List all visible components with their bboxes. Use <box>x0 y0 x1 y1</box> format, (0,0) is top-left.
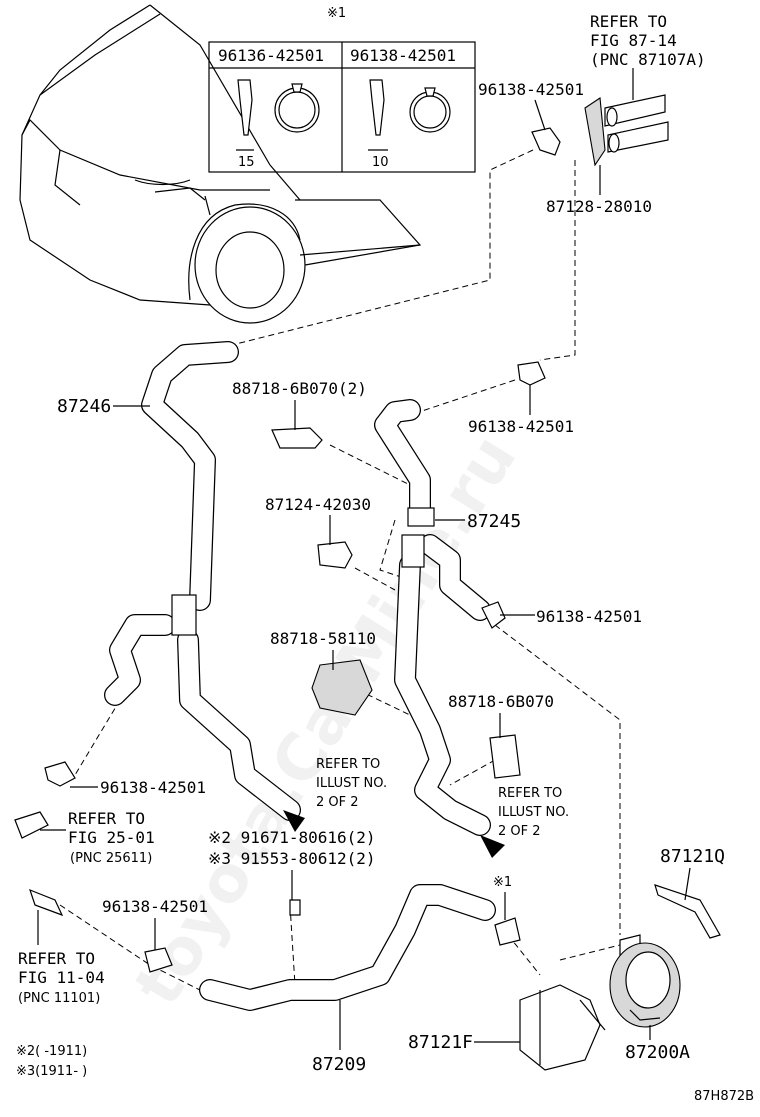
clip-table-col2-part: 96138-42501 <box>350 46 456 65</box>
clip-note1-icon <box>494 917 521 946</box>
hose-87245-joint <box>407 507 435 527</box>
arrow-refer-a <box>283 810 305 832</box>
refer-87-14-line1: REFER TO <box>590 12 667 31</box>
hose-87246-joint <box>171 594 197 636</box>
label-clip-mid: 96138-42501 <box>468 417 574 436</box>
label-clip-bottom: 96138-42501 <box>102 897 208 916</box>
label-clip-top: 96138-42501 <box>478 80 584 99</box>
refer-2of2-a-line3: 2 OF 2 <box>316 795 359 810</box>
bracket-87124-icon <box>317 541 353 569</box>
refer-87-14-line3: (PNC 87107A) <box>590 50 706 69</box>
label-clamp-58110: 88718-58110 <box>270 629 376 648</box>
label-part-87200a: 87200A <box>625 1042 690 1063</box>
label-clamp-6b070-2: 88718-6B070(2) <box>232 379 367 398</box>
refer-87-14-line2: FIG 87-14 <box>590 31 677 50</box>
heater-pipes <box>531 94 669 167</box>
vehicle-sketch <box>19 4 422 324</box>
label-grommet: 87128-28010 <box>546 197 652 216</box>
label-bolt-a: ※2 91671-80616(2) <box>208 828 376 847</box>
grommet-87128 <box>584 97 606 167</box>
hose-87245 <box>374 399 491 836</box>
clip-table-col2-dim: 10 <box>372 155 389 170</box>
refer-11-04-line3: (PNC 11101) <box>18 991 100 1006</box>
clip-96138-ring-icon <box>409 91 451 133</box>
clip-table-col1-dim: 15 <box>238 155 255 170</box>
label-note1-mark: ※1 <box>493 875 512 890</box>
clip-table: ※1 96136-42501 96138-42501 15 10 <box>208 6 476 173</box>
clip-left-icon <box>44 761 76 787</box>
bolt-icon <box>289 899 301 916</box>
refer-2of2-b-line3: 2 OF 2 <box>498 824 541 839</box>
arrow-refer-b <box>480 835 505 858</box>
refer-25-01-line2: FIG 25-01 <box>68 828 155 847</box>
clip-96136-ring-icon <box>274 87 320 133</box>
clip-mid-icon <box>517 361 546 386</box>
clip-bottom-icon <box>144 947 173 973</box>
label-hose-87246: 87246 <box>57 396 111 417</box>
clip-table-note-mark: ※1 <box>327 6 346 21</box>
refer-25-01-line1: REFER TO <box>68 809 145 828</box>
refer-2of2-a-line1: REFER TO <box>316 757 380 772</box>
refer-2of2-b-line1: REFER TO <box>498 786 562 801</box>
water-pump-87200a <box>609 934 681 1028</box>
label-hose-87209: 87209 <box>312 1054 366 1075</box>
clip-table-col1-part: 96136-42501 <box>218 46 324 65</box>
pipe-11-04-icon <box>29 888 64 917</box>
label-clip-left: 96138-42501 <box>100 778 206 797</box>
clamp-6b070-2-icon <box>271 427 323 449</box>
clamp-58110-icon <box>311 659 373 716</box>
hose-87246 <box>104 341 301 821</box>
refer-2of2-a-line2: ILLUST NO. <box>316 776 387 791</box>
label-bolt-b: ※3 91553-80612(2) <box>208 849 376 868</box>
figure-code: 87H872B <box>694 1089 754 1104</box>
label-clamp-6b070: 88718-6B070 <box>448 692 554 711</box>
refer-11-04-line1: REFER TO <box>18 949 95 968</box>
clamp-6b070-icon <box>489 734 521 779</box>
clip-right-icon <box>481 601 506 629</box>
refer-2of2-b-line2: ILLUST NO. <box>498 805 569 820</box>
label-hose-87245: 87245 <box>467 511 521 532</box>
label-part-87121f: 87121F <box>408 1032 473 1053</box>
clip-96136-side-icon <box>237 79 253 136</box>
footnote-2: ※3(1911- ) <box>16 1064 87 1079</box>
clip-96138-side-icon <box>369 79 385 136</box>
bracket-87121q-icon <box>654 884 721 939</box>
hose-87245-tee <box>401 534 425 568</box>
label-bracket-87124: 87124-42030 <box>265 495 371 514</box>
hose-87209 <box>199 884 496 1011</box>
clip-top-96138 <box>531 127 561 156</box>
label-part-87121q: 87121Q <box>660 846 725 867</box>
pipe-25-01-icon <box>14 811 49 839</box>
footnote-1: ※2( -1911) <box>16 1044 87 1059</box>
refer-25-01-line3: (PNC 25611) <box>70 851 152 866</box>
refer-11-04-line2: FIG 11-04 <box>18 968 105 987</box>
label-clip-right: 96138-42501 <box>536 607 642 626</box>
valve-87121f <box>519 984 606 1071</box>
